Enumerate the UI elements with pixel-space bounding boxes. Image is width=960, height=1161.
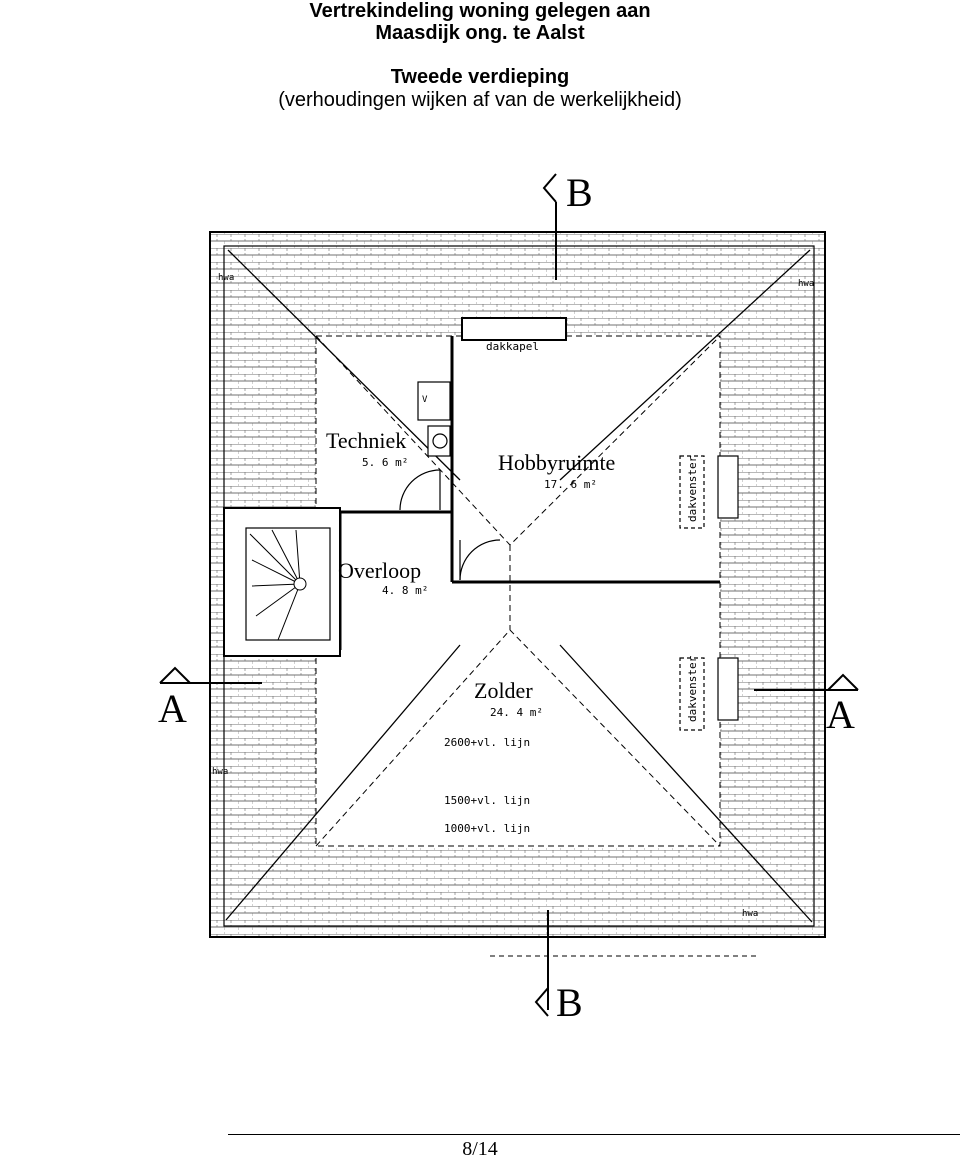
hwa-label-top-right: hwa — [798, 279, 814, 289]
inner-floor — [316, 336, 720, 846]
door-arcs — [399, 469, 501, 581]
dakvenster-label-bottom: dakvenster — [686, 655, 699, 722]
room-techniek-name: Techniek — [326, 428, 406, 453]
room-zolder-name: Zolder — [474, 678, 533, 703]
level-line-2600: 2600+vl. lijn — [444, 736, 530, 749]
dakkapel-outline — [461, 317, 567, 341]
section-b-top — [542, 173, 557, 280]
section-b-top-label: B — [566, 170, 593, 215]
section-a-right-label: A — [826, 692, 855, 737]
proportion-note: (verhoudingen wijken af van de werkelijk… — [278, 89, 682, 111]
level-line-1500: 1500+vl. lijn — [444, 794, 530, 807]
dakvenster-right — [679, 455, 739, 731]
boiler-unit — [417, 381, 451, 457]
section-b-bottom-label: B — [556, 980, 583, 1025]
room-zolder-area: 24. 4 m² — [490, 706, 543, 719]
hip-lines — [225, 249, 813, 923]
boiler-v-label: V — [422, 395, 428, 405]
room-overloop-area: 4. 8 m² — [382, 584, 428, 597]
room-hobbyruimte-name: Hobbyruimte — [498, 450, 615, 475]
page-number: 8/14 — [462, 1138, 498, 1160]
hwa-label-bottom-left: hwa — [212, 767, 228, 777]
section-a-left — [159, 666, 262, 684]
room-hobbyruimte-area: 17. 6 m² — [544, 478, 597, 491]
staircase — [223, 507, 341, 657]
dakkapel-label: dakkapel — [486, 340, 539, 353]
document-title-line1: Vertrekindeling woning gelegen aan — [309, 0, 651, 22]
footer-divider — [228, 1134, 960, 1135]
section-a-left-label: A — [158, 686, 187, 731]
section-a-right — [754, 673, 859, 691]
level-line-1000: 1000+vl. lijn — [444, 822, 530, 835]
document-title-line2: Maasdijk ong. te Aalst — [375, 22, 585, 44]
section-b-bottom — [534, 910, 549, 1017]
room-overloop-name: Overloop — [338, 558, 421, 583]
hwa-label-top-left: hwa — [218, 273, 234, 283]
dakvenster-label-top: dakvenster — [686, 455, 699, 522]
floor-plan: V dakvenster dakvenster B B A A Techniek… — [158, 170, 859, 1025]
room-techniek-area: 5. 6 m² — [362, 456, 408, 469]
hwa-label-bottom-right: hwa — [742, 909, 758, 919]
floor-subtitle: Tweede verdieping — [390, 66, 570, 88]
